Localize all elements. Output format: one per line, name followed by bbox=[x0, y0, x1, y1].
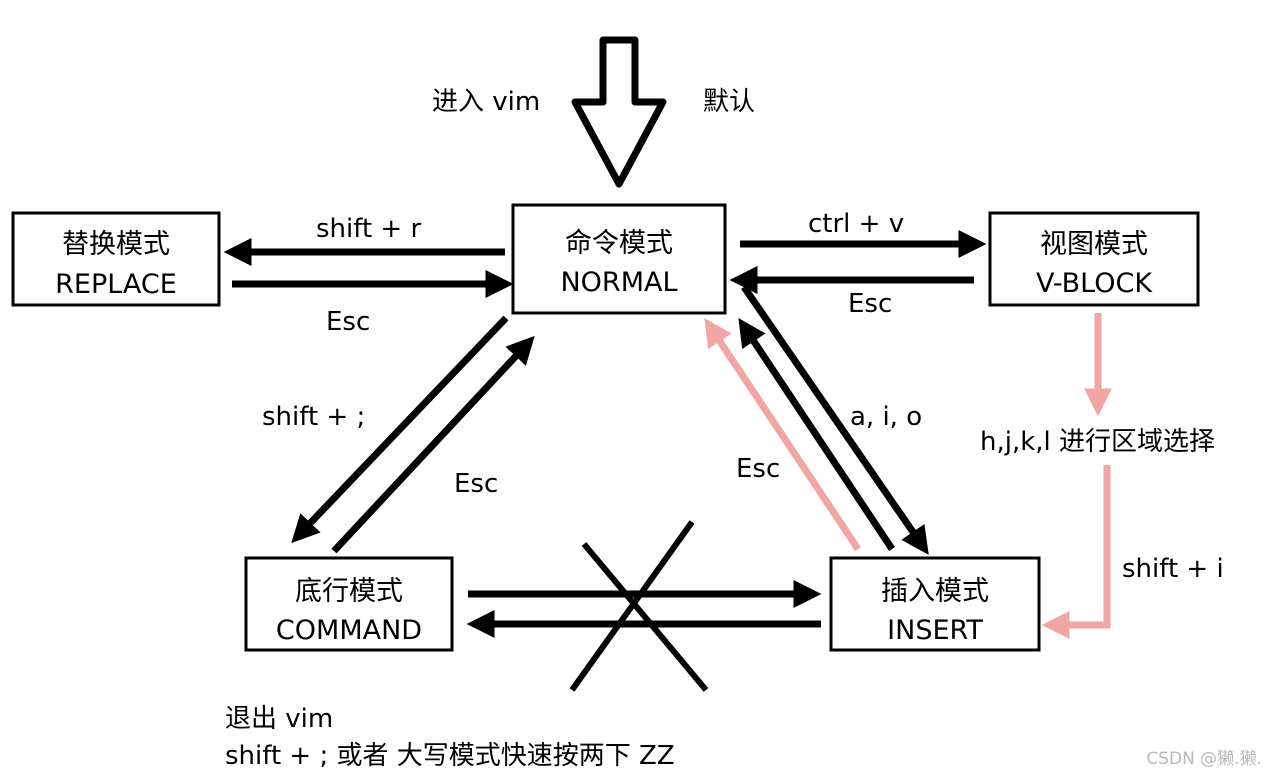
mode-box-normal: 命令模式 NORMAL bbox=[511, 203, 727, 315]
arrow-vblock-to-insert bbox=[1041, 465, 1111, 639]
mode-box-replace: 替换模式 REPLACE bbox=[11, 211, 221, 307]
label-replace-to-normal: Esc bbox=[326, 307, 370, 337]
label-normal-to-command: shift + ; bbox=[262, 402, 365, 432]
command-title-cn: 底行模式 bbox=[295, 576, 403, 607]
mode-box-insert: 插入模式 INSERT bbox=[829, 556, 1041, 652]
entry-label-right: 默认 bbox=[703, 87, 755, 117]
normal-title-cn: 命令模式 bbox=[565, 228, 673, 259]
label-vblock-to-normal: Esc bbox=[848, 289, 892, 319]
arrow-insert-to-normal-pink bbox=[704, 318, 861, 551]
normal-title-en: NORMAL bbox=[560, 267, 677, 298]
cross-mark bbox=[569, 520, 709, 692]
vblock-title-cn: 视图模式 bbox=[1040, 229, 1148, 260]
watermark: CSDN @獭.獭. bbox=[1146, 749, 1262, 769]
insert-title-cn: 插入模式 bbox=[881, 576, 989, 607]
mode-box-command: 底行模式 COMMAND bbox=[244, 556, 454, 652]
label-normal-to-replace: shift + r bbox=[316, 214, 421, 244]
arrow-normal-to-command bbox=[291, 315, 509, 544]
replace-title-cn: 替换模式 bbox=[62, 229, 170, 260]
mode-box-vblock: 视图模式 V-BLOCK bbox=[988, 211, 1200, 307]
label-vblock-to-insert: shift + i bbox=[1122, 554, 1224, 584]
arrow-normal-to-insert bbox=[741, 285, 929, 555]
entry-label-left: 进入 vim bbox=[432, 87, 540, 117]
insert-title-en: INSERT bbox=[887, 615, 983, 646]
label-vblock-select: h,j,k,l 进行区域选择 bbox=[980, 427, 1215, 457]
arrow-command-to-normal bbox=[331, 335, 535, 554]
label-normal-to-insert: a, i, o bbox=[850, 402, 922, 432]
entry-arrow bbox=[571, 36, 667, 188]
command-title-en: COMMAND bbox=[276, 615, 422, 646]
arrow-insert-to-normal bbox=[738, 318, 895, 551]
label-insert-to-normal: Esc bbox=[736, 454, 780, 484]
label-normal-to-vblock: ctrl + v bbox=[808, 209, 904, 239]
label-command-to-normal: Esc bbox=[454, 469, 498, 499]
note-line-2: shift + ; 或者 大写模式快速按两下 ZZ bbox=[225, 741, 675, 771]
replace-title-en: REPLACE bbox=[55, 269, 177, 300]
vblock-title-en: V-BLOCK bbox=[1036, 268, 1153, 299]
note-line-1: 退出 vim bbox=[225, 704, 333, 734]
